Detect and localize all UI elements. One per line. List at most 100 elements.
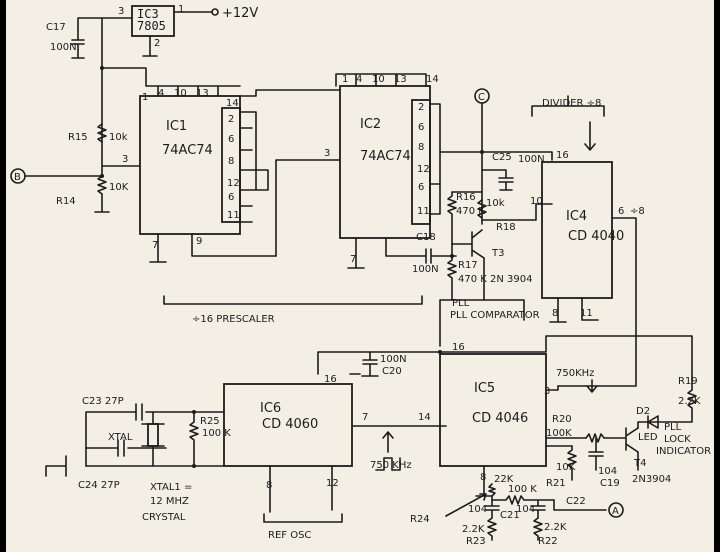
svg-text:8: 8 (266, 480, 272, 491)
svg-text:6: 6 (418, 122, 424, 133)
svg-text:10: 10 (372, 74, 385, 85)
resistor-r23: 2.2K R23 (462, 517, 497, 547)
resistor-r18: 10k R18 10 (477, 196, 553, 233)
svg-text:C18: C18 (416, 232, 436, 243)
svg-text:10k: 10k (486, 198, 505, 209)
ic3-part: 7805 (137, 19, 166, 33)
svg-text:R20: R20 (552, 414, 572, 425)
svg-text:CRYSTAL: CRYSTAL (142, 512, 186, 523)
svg-text:2.2K: 2.2K (462, 524, 485, 535)
svg-text:R14: R14 (56, 196, 76, 207)
ic6-ref: IC6 (260, 401, 281, 416)
schematic-sheet: IC3 7805 3 1 2 +12V C17 100N R15 10k R14… (6, 0, 714, 552)
led-d2: D2 LED PLL LOCK INDICATOR (636, 406, 711, 457)
ic6-part: CD 4060 (262, 417, 318, 432)
svg-text:470 K: 470 K (456, 206, 485, 217)
svg-text:12: 12 (227, 178, 240, 189)
svg-text:14: 14 (418, 412, 431, 423)
comparator-label: PLL COMPARATOR (450, 310, 540, 321)
svg-text:C22: C22 (566, 496, 586, 507)
svg-text:7: 7 (362, 412, 368, 423)
svg-text:C21: C21 (500, 510, 520, 521)
svg-text:10k: 10k (109, 132, 128, 143)
regulator-ic3: IC3 7805 3 1 2 +12V (101, 4, 258, 151)
ref-osc-label: REF OSC (268, 530, 311, 541)
svg-text:8: 8 (228, 156, 234, 167)
svg-text:100N: 100N (50, 42, 77, 53)
capacitor-c19: 104 C19 (588, 437, 620, 489)
svg-text:11: 11 (417, 206, 430, 217)
svg-text:11: 11 (227, 210, 240, 221)
resistor-r24: 22K R24 (410, 474, 514, 525)
svg-text:104: 104 (516, 504, 535, 515)
svg-text:100 K: 100 K (202, 428, 231, 439)
svg-text:C23 27P: C23 27P (82, 396, 124, 407)
capacitor-c21: 104 C21 (468, 499, 520, 521)
resistor-r15: R15 10k (68, 123, 128, 143)
resistor-r16: R16 470 K (447, 191, 485, 245)
svg-text:8: 8 (552, 308, 558, 319)
svg-text:6: 6 (228, 134, 234, 145)
svg-text:LOCK: LOCK (664, 434, 691, 445)
svg-text:XTAL1 =: XTAL1 = (150, 482, 192, 493)
svg-text:8: 8 (480, 472, 486, 483)
ic2-part: 74AC74 (360, 149, 411, 164)
ic6-oscillator: 16 IC6 CD 4060 7 8 12 REF OSC (223, 374, 447, 541)
svg-text:2.2K: 2.2K (544, 522, 567, 533)
freq-750-top: 750KHz (556, 368, 594, 379)
svg-text:R25: R25 (200, 416, 220, 427)
svg-text:100N: 100N (380, 354, 407, 365)
svg-text:100 K: 100 K (508, 484, 537, 495)
svg-text:C25: C25 (492, 152, 512, 163)
capacitor-c22: 104 C22 (516, 496, 586, 519)
capacitor-c17: C17 100N (46, 17, 103, 59)
svg-text:6: 6 (418, 182, 424, 193)
svg-text:2: 2 (418, 102, 424, 113)
svg-text:3: 3 (544, 386, 550, 397)
svg-text:100N: 100N (412, 264, 439, 275)
svg-text:470 K: 470 K (458, 274, 487, 285)
svg-text:R24: R24 (410, 514, 430, 525)
svg-text:6: 6 (228, 192, 234, 203)
comparator-label-1: PLL (452, 298, 470, 309)
ic1-flipflop: IC1 74AC74 1 4 10 13 14 2 6 8 12 6 11 7 … (101, 67, 277, 263)
svg-text:1: 1 (142, 92, 148, 103)
resistor-r21: 10K R21 (546, 445, 577, 489)
svg-text:C24 27P: C24 27P (78, 480, 120, 491)
svg-text:D2: D2 (636, 406, 650, 417)
svg-text:100K: 100K (546, 428, 572, 439)
resistor-r17: R17 470 K (447, 243, 487, 301)
svg-text:2N 3904: 2N 3904 (490, 274, 532, 285)
resistor-r14: R14 10K (56, 149, 129, 213)
svg-text:16: 16 (556, 150, 569, 161)
svg-text:10K: 10K (556, 462, 576, 473)
svg-text:2: 2 (228, 114, 234, 125)
node-a[interactable] (608, 502, 624, 518)
svg-text:10K: 10K (109, 182, 129, 193)
capacitor-c25: C25 100N (481, 152, 545, 191)
svg-text:INDICATOR: INDICATOR (656, 446, 711, 457)
svg-text:R16: R16 (456, 192, 476, 203)
node-b-label: B (14, 172, 21, 183)
svg-text:104: 104 (598, 466, 617, 477)
svg-text:104: 104 (468, 504, 487, 515)
svg-text:7: 7 (350, 254, 356, 265)
ic3-ref: IC3 (137, 7, 159, 21)
divider-label: DIVIDER ÷8 (542, 98, 601, 109)
resistor-r19: R19 2.2K (675, 376, 701, 423)
node-a-label: A (612, 506, 619, 517)
schematic-drawing: IC3 7805 3 1 2 +12V C17 100N R15 10k R14… (10, 4, 711, 547)
ic3-pin-out: 1 (178, 4, 184, 15)
svg-text:R19: R19 (678, 376, 698, 387)
svg-text:PLL: PLL (664, 422, 682, 433)
ic3-pin-gnd: 2 (154, 38, 160, 49)
svg-text:T4: T4 (633, 458, 646, 469)
resistor-r22: 2.2K R22 (533, 517, 567, 547)
supply-terminal (211, 8, 219, 16)
svg-text:16: 16 (452, 342, 465, 353)
xtal-label: XTAL (108, 432, 133, 443)
svg-text:13: 13 (394, 74, 407, 85)
svg-text:4: 4 (158, 88, 164, 99)
ic5-pll: 16 IC5 CD 4046 3 14 8 750KHz (418, 342, 598, 497)
ic1-part: 74AC74 (162, 143, 213, 158)
